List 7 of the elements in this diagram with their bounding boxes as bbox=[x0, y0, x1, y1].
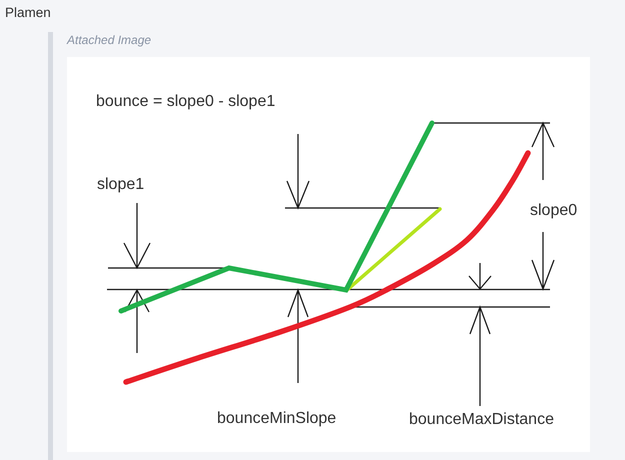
formula-text: bounce = slope0 - slope1 bbox=[96, 93, 276, 112]
dimension-label: bounceMinSlope bbox=[217, 410, 336, 428]
attachment-caption: Attached Image bbox=[67, 34, 152, 48]
dimension-label: slope0 bbox=[530, 202, 578, 220]
dimension-label: slope1 bbox=[97, 176, 144, 194]
dimension-label: bounceMaxDistance bbox=[409, 411, 554, 430]
username: Plamen bbox=[5, 5, 51, 21]
